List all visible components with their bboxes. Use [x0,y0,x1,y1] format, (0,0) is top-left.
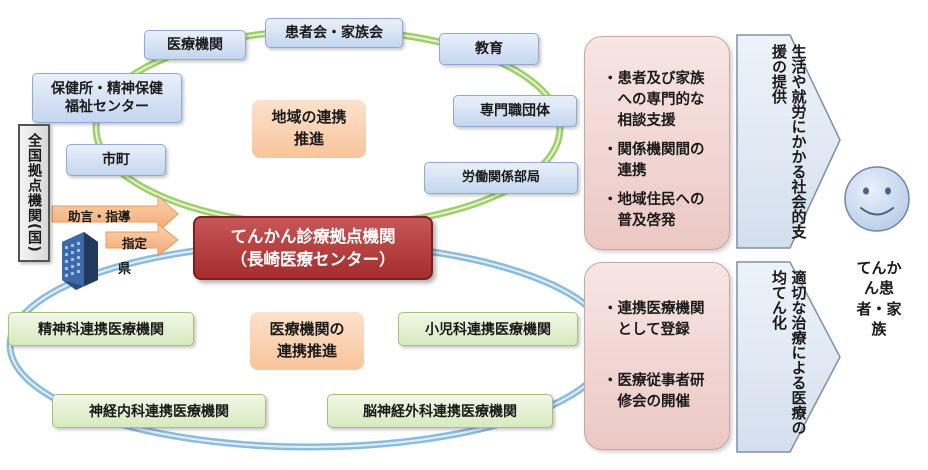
national-center-label: 全国拠点機関(国) [26,133,42,253]
outcome-arrow-upper [736,34,841,249]
designate-arrow [105,222,179,258]
advice-label: 助言・指導 [68,209,131,224]
regional-cooperation-label: 地域の連携 推進 [252,100,366,158]
panel-item-coordination: ・関係機関間の 連携 [603,142,705,180]
national-center-box: 全国拠点機関(国) [18,124,50,262]
panel-item-consultation: ・患者及び家族 への専門的な 相談支援 [603,71,705,130]
node-pediatrics: 小児科連携医療機関 [398,312,578,346]
core-center-subtitle: （長崎医療センター） [230,250,396,269]
node-education: 教育 [439,33,539,65]
outcome-social-support: 生活や就労にかかる社会的支援の提供 [770,44,808,239]
node-municipality: 市町 [66,144,166,176]
outcome-arrow-lower [736,261,841,453]
panel-item-awareness: ・地域住民への 普及啓発 [603,192,705,230]
advice-arrow [51,194,179,234]
node-neurology: 神経内科連携医療機関 [52,394,266,428]
outcome-equal-care: 適切な治療による医療の均てん化 [770,270,808,435]
core-center-title: てんかん診療拠点機関 [230,226,396,246]
epilepsy-core-center: てんかん診療拠点機関 （長崎医療センター） [193,216,433,280]
node-labor-department: 労働関係部局 [424,162,578,194]
node-medical-institution: 医療機関 [144,30,246,60]
support-functions-panel: ・患者及び家族 への専門的な 相談支援 ・関係機関間の 連携 ・地域住民への 普… [584,36,730,250]
node-patient-family-group: 患者会・家族会 [265,18,403,48]
medical-cooperation-label: 医療機関の 連携推進 [250,312,364,370]
panel-item-registration: ・連携医療機関 として登録 [603,301,705,339]
node-neurosurgery: 脳神経外科連携医療機関 [327,394,553,428]
designate-label: 指定 [122,236,148,251]
panel-item-training: ・医療従事者研 修会の開催 [603,373,705,411]
recipient-label: てんかん患者・家族 [856,259,902,338]
node-professional-associations: 専門職団体 [453,95,577,127]
medical-functions-panel: ・連携医療機関 として登録 ・医療従事者研 修会の開催 [584,262,730,450]
prefecture-label: 県 [118,262,132,277]
smiley-face-icon [844,166,910,232]
node-health-center: 保健所・精神保健 福祉センター [32,73,182,123]
node-psychiatry: 精神科連携医療機関 [8,312,194,346]
building-icon [62,232,98,290]
